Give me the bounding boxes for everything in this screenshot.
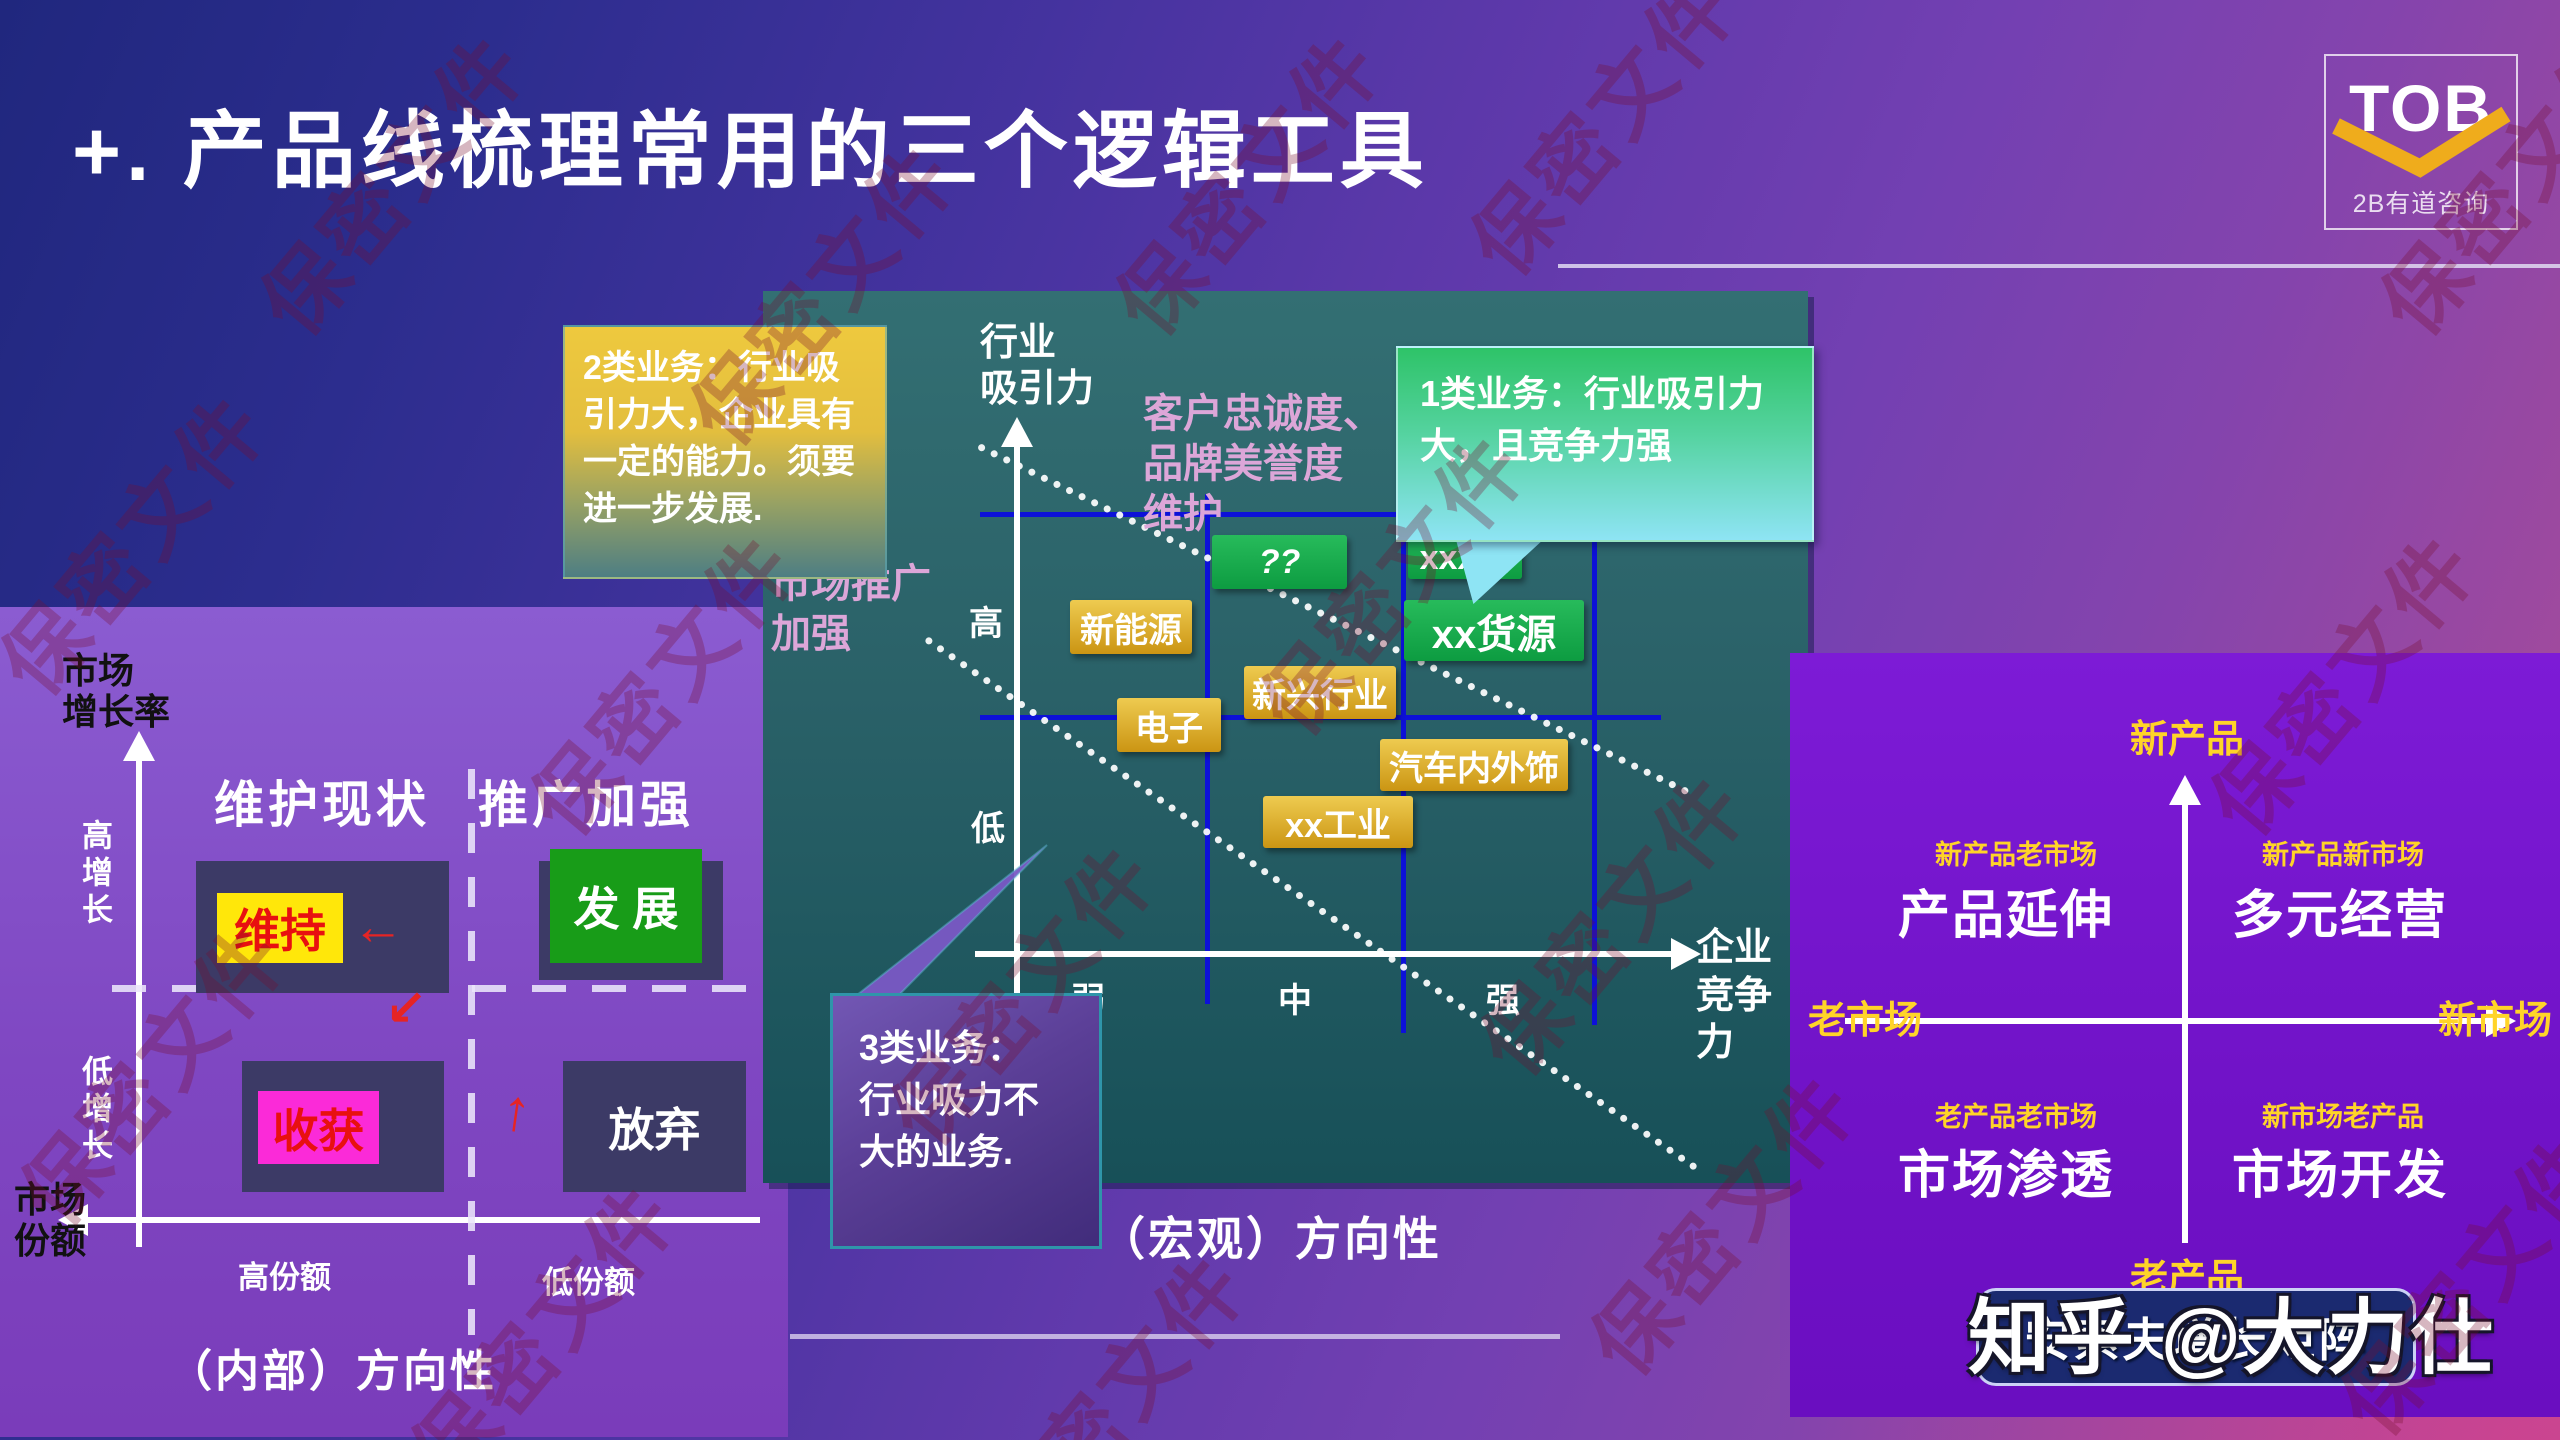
ansoff-x-axis-line	[1845, 1018, 2490, 1024]
bcg-cell-maintain: 维持	[217, 893, 343, 963]
ge-y-axis-label: 行业 吸引力	[980, 322, 1095, 410]
ansoff-q3-big: 市场渗透	[1898, 1147, 2115, 1205]
tob-logo: TOB 2B有道咨询	[2324, 54, 2518, 230]
callout-type3: 3类业务： 行业吸力不 大的业务.	[830, 993, 1102, 1249]
ge-biz-electronics: 电子	[1117, 698, 1221, 752]
tob-logo-tagline: 2B有道咨询	[2352, 190, 2490, 218]
bcg-cell-harvest: 收获	[258, 1091, 379, 1164]
ansoff-left-label: 老市场	[1808, 1000, 1923, 1042]
bcg-header-right: 推广加强	[478, 777, 694, 833]
bcg-y-axis-label: 市场 增长率	[62, 650, 171, 733]
bcg-tick-low-growth: 低增长	[77, 1055, 112, 1166]
ge-biz-xx-industry: xx工业	[1263, 796, 1413, 848]
bcg-vertical-divider	[468, 769, 475, 1335]
ge-biz-auto-trim: 汽车内外饰	[1380, 739, 1568, 791]
footer-divider-line	[790, 1334, 1560, 1339]
ge-biz-unknown: ??	[1212, 535, 1347, 589]
ge-note-loyalty: 客户忠诚度、 品牌美誉度 维护	[1143, 392, 1383, 536]
bcg-horizontal-divider	[112, 985, 788, 992]
ansoff-q1-small: 新产品老市场	[1935, 840, 2097, 870]
ge-grid-vline-3	[1592, 486, 1597, 1025]
ansoff-q4-small: 新市场老产品	[2262, 1102, 2424, 1132]
bcg-header-left: 维护现状	[214, 777, 430, 833]
ansoff-x-axis-arrow-right-icon	[2486, 1005, 2516, 1037]
bcg-matrix-panel: 市场 增长率 市场 份额 高增长 低增长 高份额 低份额 维护现状 推广加强 维…	[0, 607, 788, 1437]
ansoff-q1-big: 产品延伸	[1898, 887, 2115, 945]
page-title: +. 产品线梳理常用的三个逻辑工具	[72, 104, 1429, 198]
zhihu-credit-watermark: 知乎 @大力仕	[1968, 1293, 2495, 1384]
bcg-x-axis-arrow-left-icon	[58, 1204, 88, 1236]
bcg-caption: （内部）方向性	[168, 1347, 497, 1396]
confidential-watermark: 保密文件	[1453, 0, 1757, 293]
red-arrow-left-icon: ←	[352, 898, 404, 956]
ge-tick-high: 高	[969, 605, 1003, 643]
bcg-x-axis-line	[88, 1217, 760, 1223]
ansoff-y-axis-arrow-up-icon	[2169, 775, 2201, 805]
ge-tick-low: 低	[971, 810, 1005, 848]
callout-type2: 2类业务：行业吸引力大，企业具有一定的能力。须要进一步发展.	[563, 325, 887, 579]
ansoff-badge: 安索夫增长矩阵	[1976, 1288, 2416, 1386]
ansoff-matrix-panel: 新产品 老产品 老市场 新市场 新产品老市场 产品延伸 新产品新市场 多元经营 …	[1790, 653, 2560, 1417]
ansoff-top-label: 新产品	[2130, 719, 2245, 761]
ge-x-axis-line	[975, 951, 1675, 957]
ge-x-axis-arrow-right-icon	[1671, 938, 1701, 970]
ansoff-q3-small: 老产品老市场	[1935, 1102, 2097, 1132]
ge-y-axis-line	[1014, 443, 1020, 995]
bcg-cell-abandon: 放弃	[563, 1061, 746, 1192]
ge-biz-emerging: 新兴行业	[1244, 666, 1396, 719]
bcg-tick-high-share: 高份额	[238, 1260, 331, 1295]
tob-swoosh-icon	[2332, 106, 2511, 178]
ge-tick-mid: 中	[1278, 982, 1312, 1020]
bcg-y-axis-line	[136, 757, 142, 1247]
bcg-tick-low-share: 低份额	[542, 1265, 635, 1300]
ge-x-axis-label: 企业 竞争力	[1696, 927, 1773, 1064]
ge-biz-new-energy: 新能源	[1070, 600, 1192, 654]
callout-type1: 1类业务：行业吸引力大，且竞争力强	[1396, 346, 1814, 542]
bcg-tick-high-growth: 高增长	[77, 819, 112, 930]
ansoff-q2-small: 新产品新市场	[2262, 840, 2424, 870]
ge-tick-strong: 强	[1486, 982, 1520, 1020]
red-arrow-downleft-icon: ↙	[385, 980, 427, 1036]
bcg-y-axis-arrow-up-icon	[123, 731, 155, 761]
red-arrow-up-icon: ↑	[497, 1076, 536, 1145]
ge-biz-xx-supply: xx货源	[1404, 600, 1584, 661]
ge-grid-hline-1	[980, 512, 1641, 517]
ge-caption: （宏观）方向性	[1099, 1213, 1442, 1265]
ansoff-q2-big: 多元经营	[2232, 887, 2449, 945]
ansoff-right-label: 新市场	[2438, 1000, 2553, 1042]
ansoff-q4-big: 市场开发	[2232, 1147, 2449, 1205]
bcg-x-axis-label: 市场 份额	[14, 1179, 87, 1262]
ge-y-axis-arrow-up-icon	[1001, 417, 1033, 447]
header-divider-line	[1558, 264, 2560, 268]
bcg-cell-develop: 发 展	[550, 849, 702, 963]
